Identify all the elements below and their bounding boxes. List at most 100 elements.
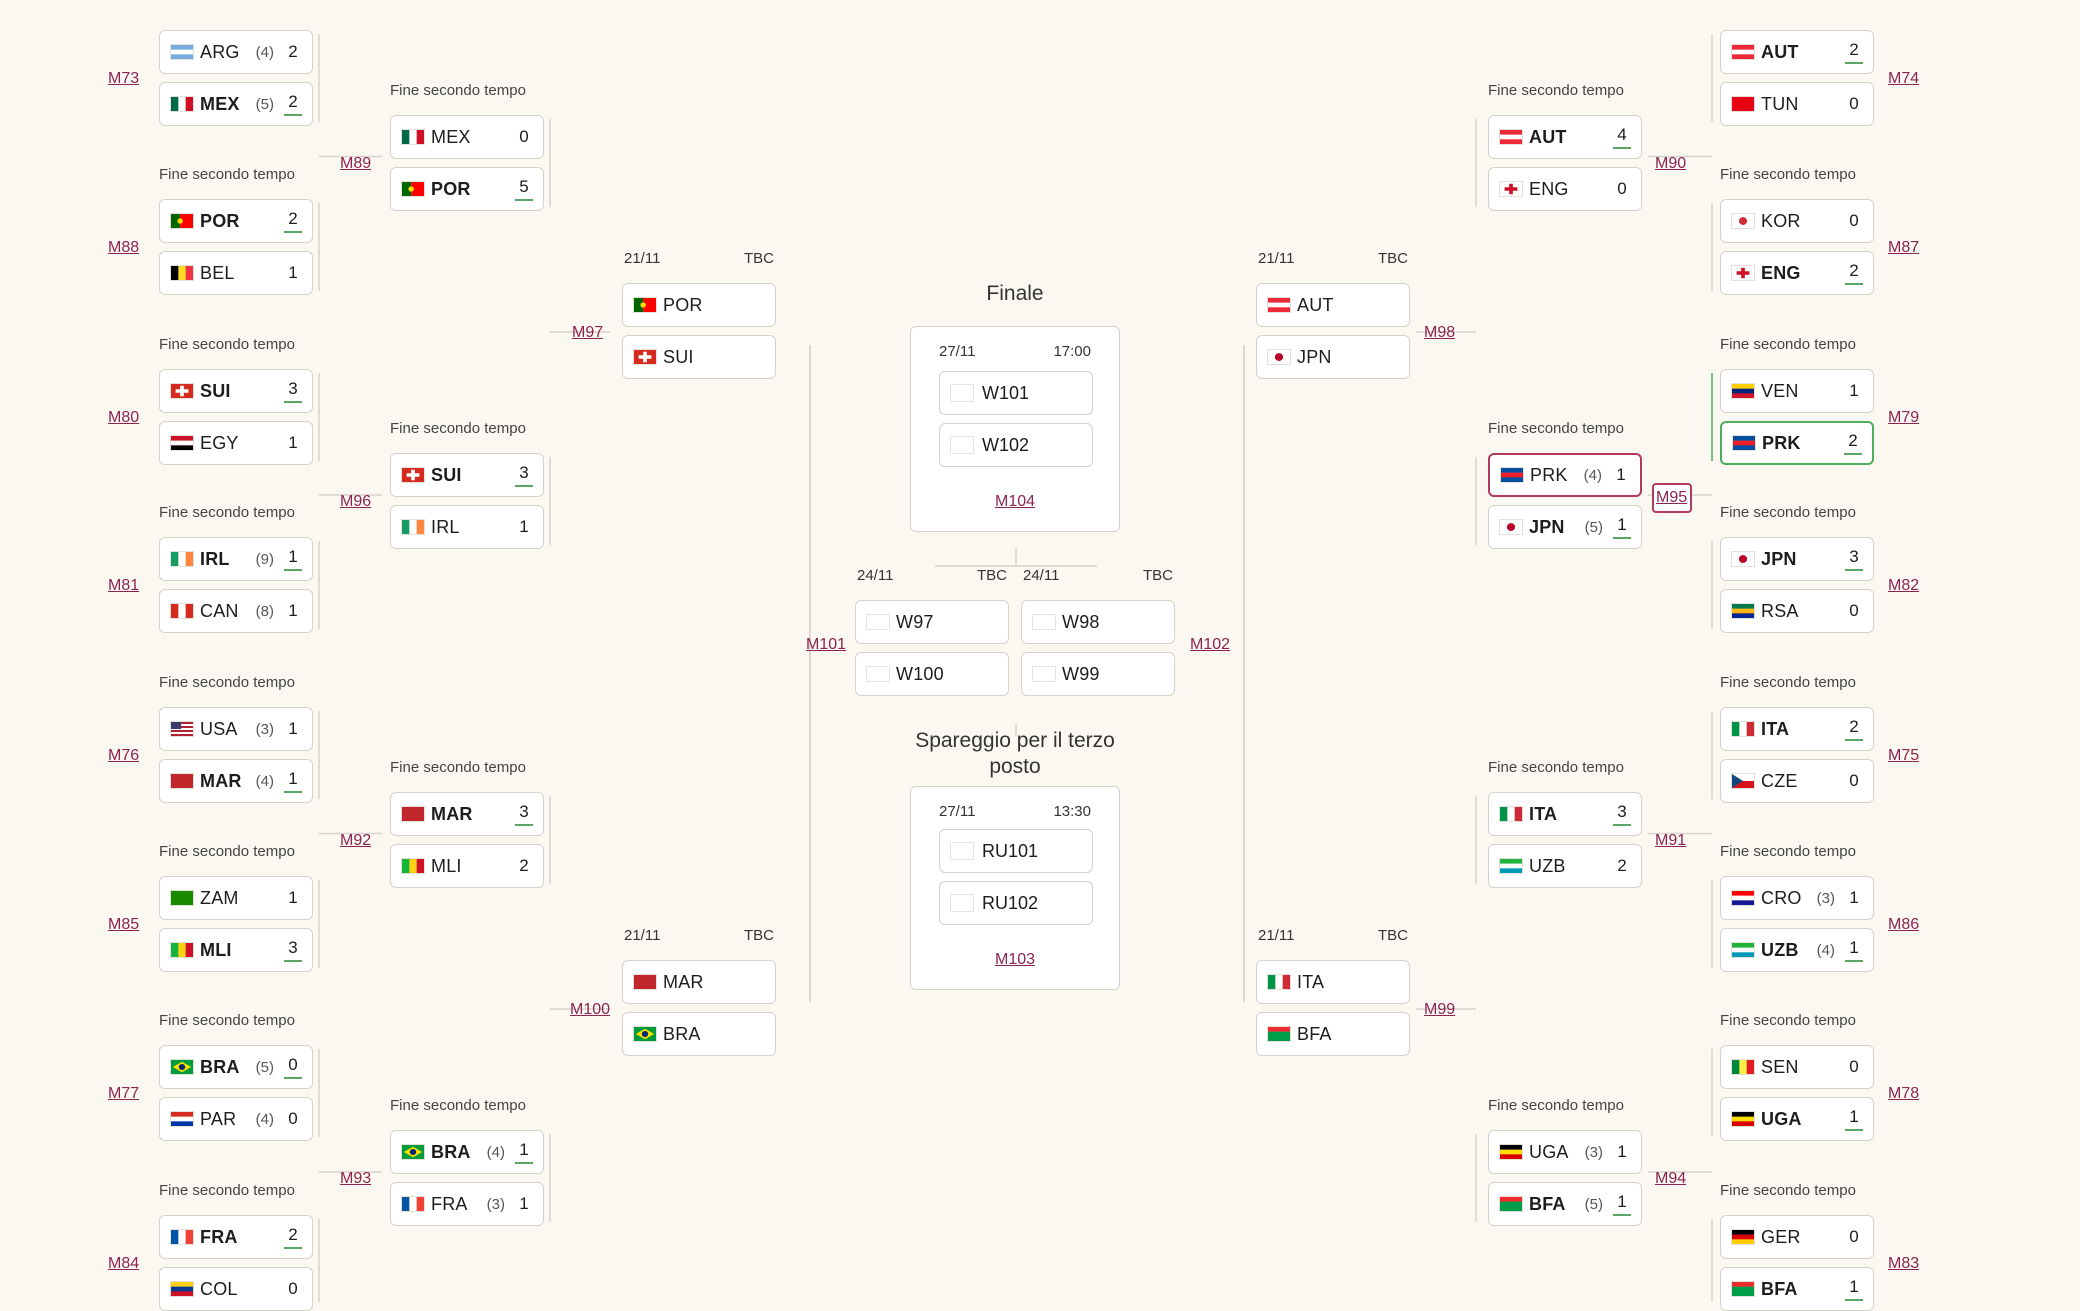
team-row[interactable]: POR — [622, 283, 776, 327]
match-id-link[interactable]: M75 — [1888, 747, 1920, 764]
third-slot-1[interactable]: RU101 — [939, 829, 1093, 873]
team-row[interactable]: MAR — [622, 960, 776, 1004]
final-match-link[interactable]: M104 — [994, 493, 1036, 510]
team-row[interactable]: JPN — [1256, 335, 1410, 379]
team-row[interactable]: CAN(8)1 — [159, 589, 313, 633]
team-row[interactable]: BRA(4)1 — [390, 1130, 544, 1174]
match-id-link[interactable]: M89 — [340, 154, 372, 172]
match-id-link[interactable]: M78 — [1888, 1085, 1920, 1102]
match-id-link[interactable]: M74 — [1888, 70, 1920, 87]
team-row[interactable]: FRA(3)1 — [390, 1182, 544, 1226]
match-id-link[interactable]: M102 — [1190, 636, 1231, 653]
team-slot[interactable]: W97 — [855, 600, 1009, 644]
match-date: 21/11 — [1258, 250, 1295, 267]
team-row[interactable]: MAR(4)1 — [159, 759, 313, 803]
team-row[interactable]: PAR(4)0 — [159, 1097, 313, 1141]
match-id-link[interactable]: M101 — [806, 636, 847, 653]
match-id-link[interactable]: M84 — [108, 1255, 140, 1272]
team-slot[interactable]: W100 — [855, 652, 1009, 696]
match-id-link[interactable]: M86 — [1888, 916, 1920, 933]
match-id-link[interactable]: M92 — [340, 831, 372, 849]
third-slot-2[interactable]: RU102 — [939, 881, 1093, 925]
third-place-match-link[interactable]: M103 — [994, 951, 1036, 968]
team-row[interactable]: AUT — [1256, 283, 1410, 327]
team-row[interactable]: UZB(4)1 — [1720, 928, 1874, 972]
match-id-link[interactable]: M81 — [108, 577, 140, 594]
team-row[interactable]: USA(3)1 — [159, 707, 313, 751]
match-id-link[interactable]: M94 — [1655, 1170, 1687, 1187]
team-row[interactable]: JPN(5)1 — [1488, 505, 1642, 549]
penalty-score: (5) — [255, 95, 274, 113]
match-id-link[interactable]: M85 — [108, 916, 140, 933]
match-id-link[interactable]: M82 — [1888, 577, 1920, 594]
team-row[interactable]: ITA — [1256, 960, 1410, 1004]
team-slot[interactable]: W98 — [1021, 600, 1175, 644]
team-score: 3 — [515, 802, 533, 826]
team-row[interactable]: SUI — [622, 335, 776, 379]
match-id-link[interactable]: M90 — [1655, 154, 1687, 172]
match-id-link[interactable]: M76 — [108, 747, 140, 764]
match-id-link[interactable]: M97 — [572, 324, 604, 341]
team-row[interactable]: BFA(5)1 — [1488, 1182, 1642, 1226]
match-status-caption: Fine secondo tempo — [390, 420, 526, 437]
team-row[interactable]: BFA — [1256, 1012, 1410, 1056]
team-row[interactable]: BRA — [622, 1012, 776, 1056]
match-id-link[interactable]: M87 — [1888, 239, 1920, 256]
match-id-link[interactable]: M93 — [340, 1170, 372, 1187]
match-id-link[interactable]: M96 — [340, 493, 372, 510]
match-id-link[interactable]: M83 — [1888, 1255, 1920, 1272]
match-id-link[interactable]: M99 — [1424, 1001, 1456, 1018]
match-id-link[interactable]: M91 — [1655, 831, 1687, 849]
match-id-link[interactable]: M80 — [108, 409, 140, 426]
match-id-link[interactable]: M100 — [570, 1001, 611, 1018]
team-slot[interactable]: W99 — [1021, 652, 1175, 696]
team-row[interactable]: PRK(4)1 — [1488, 453, 1642, 497]
team-row[interactable]: MEX(5)2 — [159, 82, 313, 126]
team-row[interactable]: UGA(3)1 — [1488, 1130, 1642, 1174]
match-id-link[interactable]: M88 — [108, 239, 140, 256]
match-id-link[interactable]: M79 — [1888, 409, 1920, 426]
match-id-link[interactable]: M95 — [1656, 489, 1688, 506]
team-row[interactable]: CRO(3)1 — [1720, 876, 1874, 920]
match-id-link[interactable]: M73 — [108, 70, 140, 87]
match-id-link[interactable]: M77 — [108, 1085, 140, 1102]
final-slot-1[interactable]: W101 — [939, 371, 1093, 415]
team-row[interactable]: BRA(5)0 — [159, 1045, 313, 1089]
team-row[interactable]: IRL(9)1 — [159, 537, 313, 581]
final-slot-2[interactable]: W102 — [939, 423, 1093, 467]
match-id-link[interactable]: M98 — [1424, 324, 1456, 341]
team-row[interactable]: ARG(4)2 — [159, 30, 313, 74]
